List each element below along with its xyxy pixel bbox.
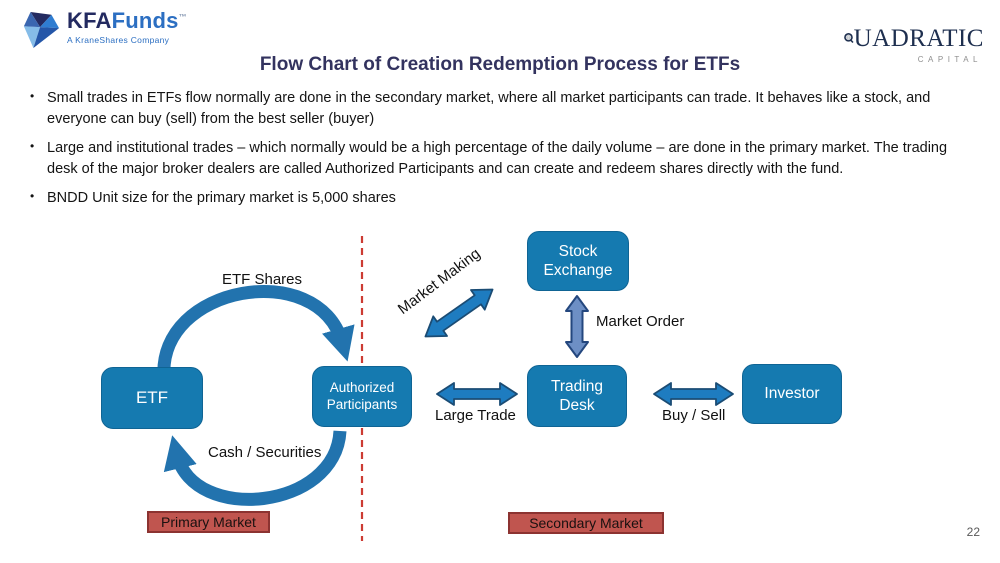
quadratic-capital-logo: UADRATIC CAPITAL <box>844 22 984 64</box>
page-title: Flow Chart of Creation Redemption Proces… <box>259 54 741 75</box>
etf-shares-arrow <box>157 285 355 378</box>
label-large-trade: Large Trade <box>435 407 516 424</box>
kfa-gem-icon <box>23 11 60 49</box>
kfa-wordmark: KFAFunds™ <box>67 8 187 33</box>
label-cash-securities: Cash / Securities <box>208 444 322 461</box>
node-trading-desk: Trading Desk <box>527 365 627 427</box>
quadratic-wordmark: UADRATIC <box>853 24 984 52</box>
label-buy-sell: Buy / Sell <box>662 407 726 424</box>
node-authorized-participants: Authorized Participants <box>312 366 412 427</box>
label-market-order: Market Order <box>596 313 685 330</box>
quadratic-capital-label: CAPITAL <box>917 55 982 64</box>
bullet-item: BNDD Unit size for the primary market is… <box>28 188 976 209</box>
bullet-item: Large and institutional trades – which n… <box>28 138 976 179</box>
label-etf-shares: ETF Shares <box>222 271 303 288</box>
node-stock-exchange: Stock Exchange <box>527 231 629 291</box>
large-trade-arrow <box>436 382 518 406</box>
node-investor: Investor <box>742 364 842 424</box>
buy-sell-arrow <box>653 382 734 406</box>
node-etf: ETF <box>101 367 203 429</box>
bullet-item: Small trades in ETFs flow normally are d… <box>28 88 976 129</box>
primary-market-tag: Primary Market <box>147 511 270 533</box>
kfa-tagline: A KraneShares Company <box>67 35 170 45</box>
bullet-list: Small trades in ETFs flow normally are d… <box>28 88 976 218</box>
market-order-arrow <box>565 295 589 358</box>
page-number: 22 <box>966 525 980 539</box>
cash-securities-arrow <box>163 430 347 506</box>
kfa-funds-logo: KFAFunds™ A KraneShares Company <box>22 10 187 50</box>
quadratic-q-globe-icon <box>844 33 854 44</box>
secondary-market-tag: Secondary Market <box>508 512 664 534</box>
market-making-arrow <box>424 288 494 338</box>
